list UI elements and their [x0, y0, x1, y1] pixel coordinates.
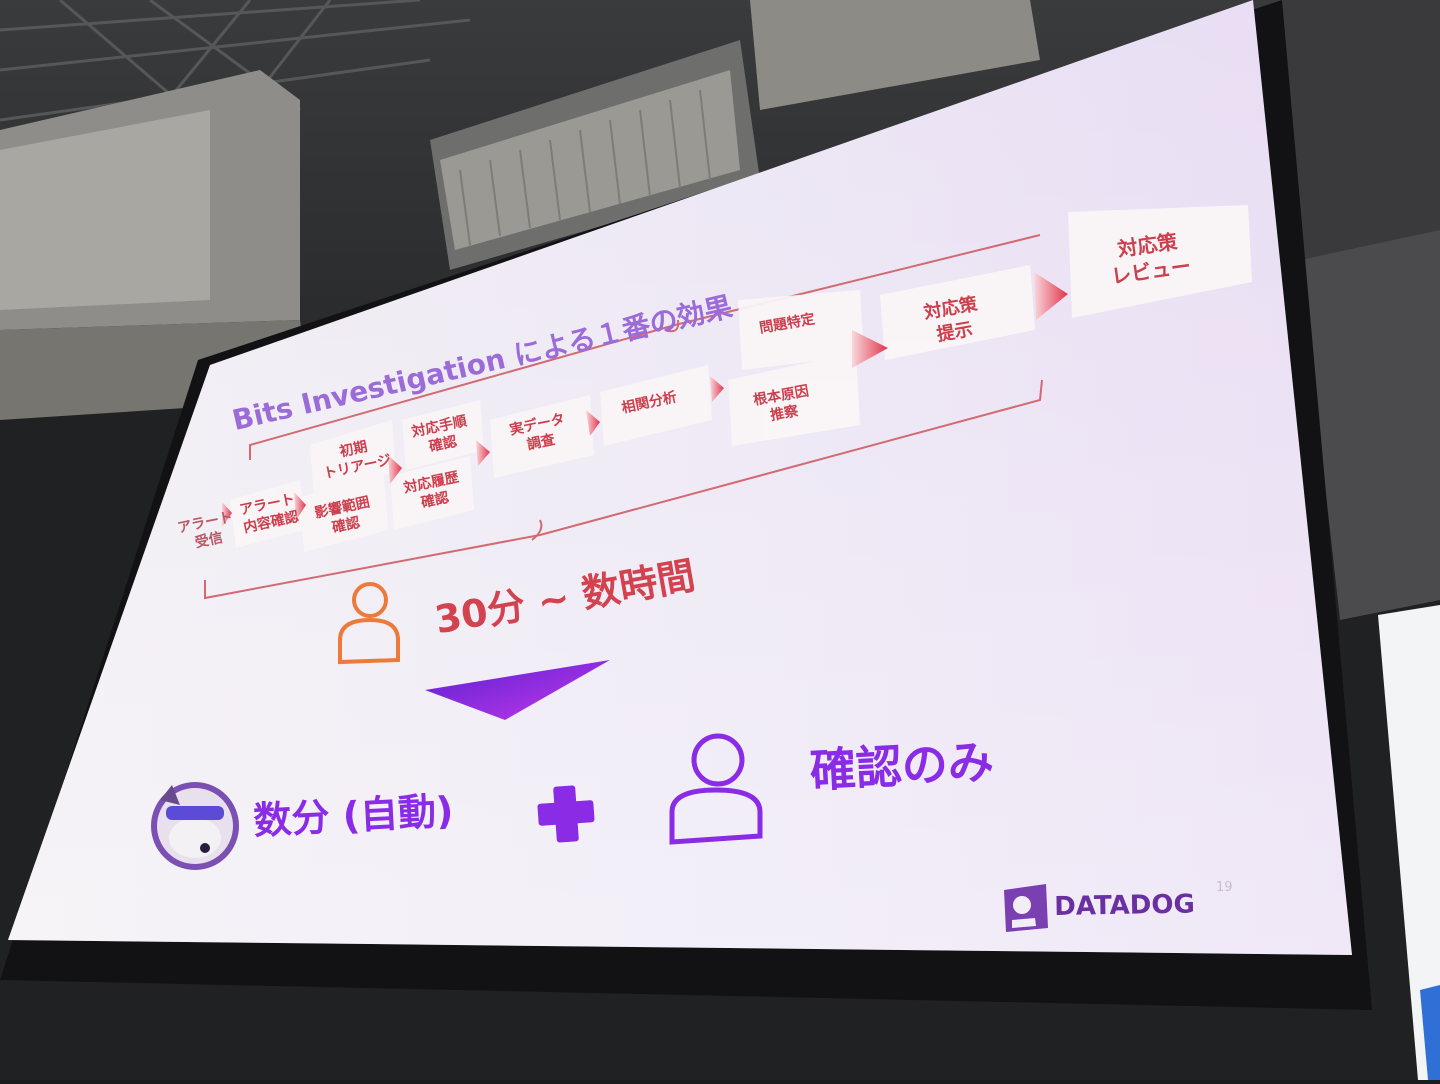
person-icon-orange — [338, 582, 400, 665]
person-icon-purple — [669, 733, 763, 845]
triangle-down-icon — [425, 660, 610, 720]
chevron-arrow-icon — [222, 272, 1068, 527]
datadog-logo-icon — [1004, 884, 1048, 932]
plus-icon — [537, 785, 595, 843]
bits-dog-avatar — [151, 782, 239, 870]
